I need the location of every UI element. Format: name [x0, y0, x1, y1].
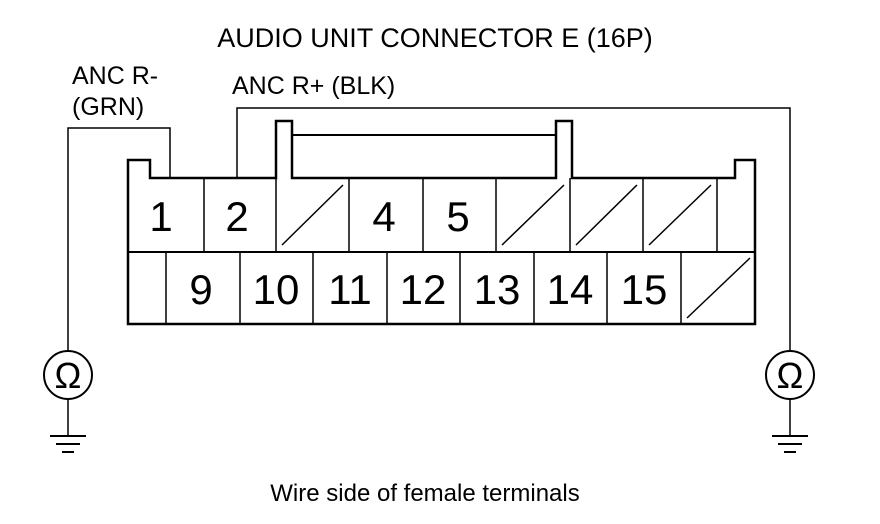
pin-label: 15 [621, 266, 668, 313]
probe-right-label: ANC R+ (BLK) [232, 72, 395, 100]
probe-right-wire [236, 107, 791, 350]
pin-label: 4 [372, 193, 395, 240]
probe-left-label-line2: (GRN) [72, 93, 144, 121]
diagram-caption: Wire side of female terminals [270, 480, 579, 507]
unused-cavity-slash [501, 184, 565, 246]
probe-left-wire [67, 127, 171, 350]
pin-label: 11 [328, 266, 372, 313]
ground-icon [50, 399, 86, 453]
unused-cavity-slash [575, 184, 638, 246]
ohm-symbol: Ω [777, 355, 804, 396]
top-row-pins: 1 2 4 5 [149, 193, 469, 240]
ground-icon [772, 399, 808, 453]
pin-label: 13 [474, 266, 521, 313]
probe-right: ANC R+ (BLK) Ω [232, 72, 815, 453]
unused-cavity-slash [686, 257, 751, 319]
pin-label: 1 [149, 193, 172, 240]
diagram-title: AUDIO UNIT CONNECTOR E (16P) [217, 23, 653, 53]
pin-label: 12 [400, 266, 447, 313]
probe-left-label-line1: ANC R- [72, 62, 158, 90]
unused-cavities [281, 184, 751, 319]
unused-cavity-slash [281, 184, 344, 246]
pin-label: 14 [547, 266, 594, 313]
probe-left: ANC R- (GRN) Ω [43, 62, 171, 453]
pin-label: 5 [446, 193, 469, 240]
pin-label: 10 [253, 266, 300, 313]
unused-cavity-slash [648, 184, 712, 246]
pin-label: 9 [189, 266, 212, 313]
ohm-symbol: Ω [55, 355, 82, 396]
connector-housing [126, 119, 757, 326]
bottom-row-pins: 9 10 11 12 13 14 15 [189, 266, 667, 313]
pin-label: 2 [225, 193, 248, 240]
